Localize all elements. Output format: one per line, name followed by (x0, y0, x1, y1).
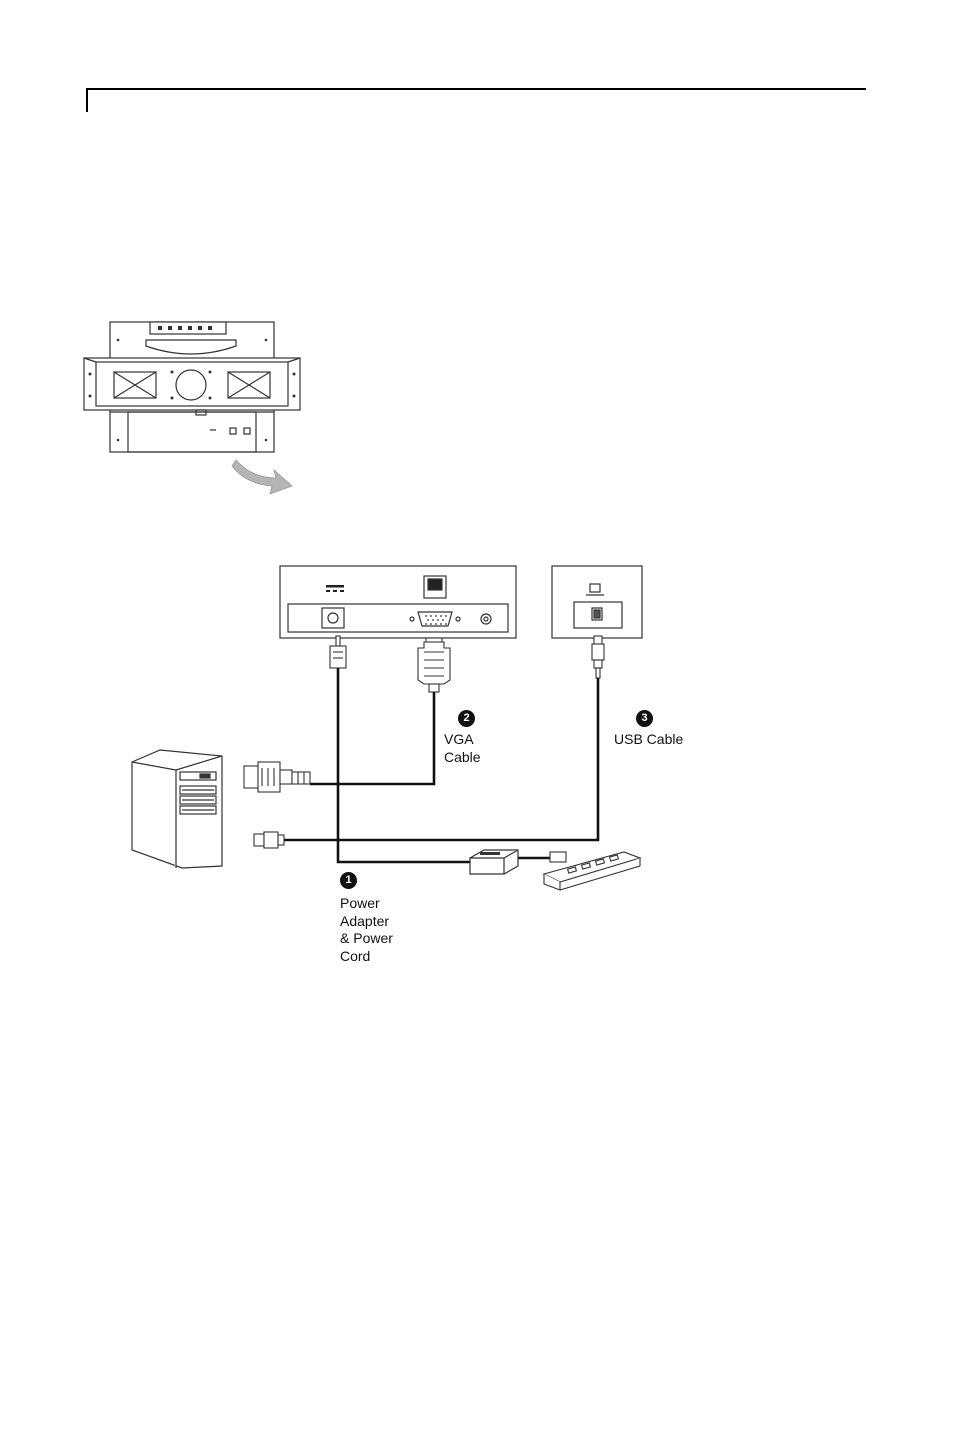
callout-vga-text: VGA Cable (444, 731, 481, 766)
power-adapter-icon (470, 850, 518, 874)
callout-number-3: 3 (636, 710, 653, 727)
callout-usb-text: USB Cable (614, 731, 683, 749)
power-strip-icon (544, 852, 640, 890)
connector-panel-icon (280, 566, 516, 638)
callout-usb: 3 USB Cable (614, 708, 683, 749)
pc-vga-plug-icon (244, 762, 310, 792)
usb-plug (594, 636, 602, 644)
pc-usb-plug-icon (254, 832, 284, 848)
pc-tower-icon (132, 750, 222, 868)
callout-vga: 2 VGA Cable (444, 708, 481, 766)
monitor-rear-view-icon (84, 322, 300, 452)
vga-plug (418, 642, 450, 684)
cables (284, 668, 598, 862)
power-plug (330, 646, 346, 668)
callout-number-2: 2 (458, 710, 475, 727)
callout-power: 1 Power Adapter & Power Cord (340, 870, 393, 965)
callout-number-1: 1 (340, 872, 357, 889)
curved-arrow-icon (232, 460, 292, 494)
usb-port-panel-icon (552, 566, 642, 638)
callout-power-text: Power Adapter & Power Cord (340, 895, 393, 965)
